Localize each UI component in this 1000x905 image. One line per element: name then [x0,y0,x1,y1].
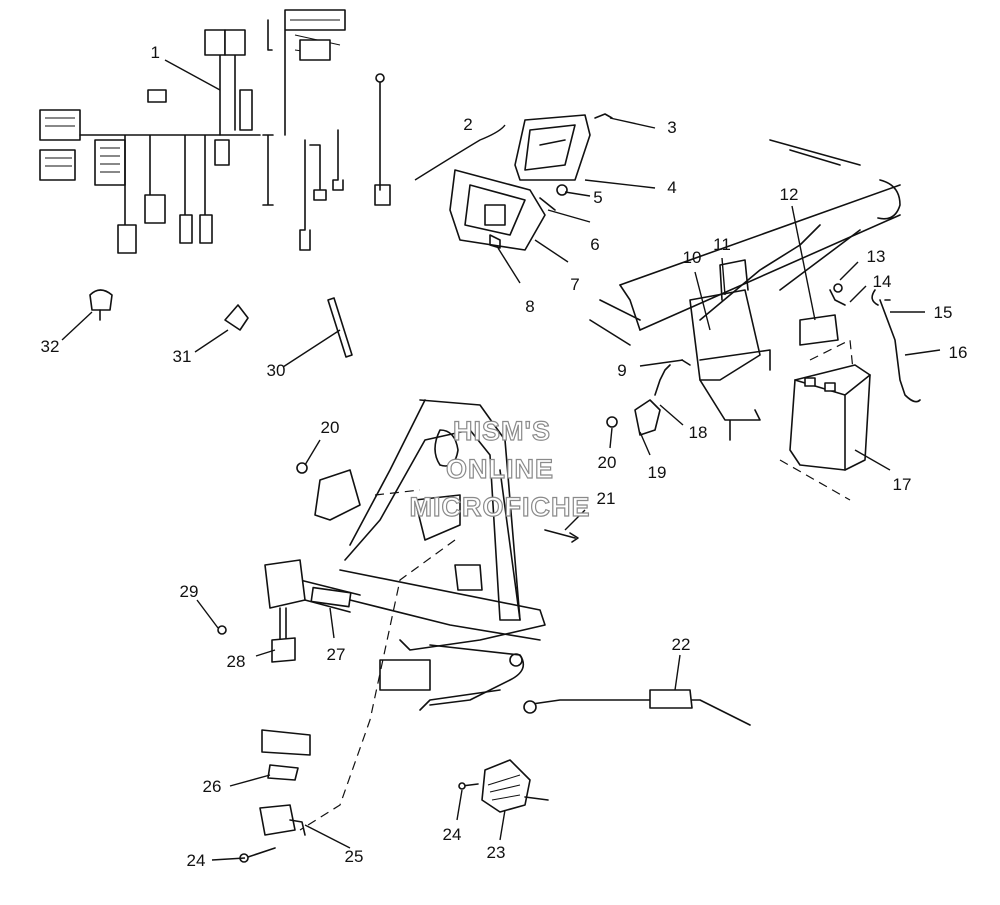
callout-31: 31 [173,347,192,366]
battery [789,283,921,471]
assembly-lines [299,339,856,831]
leader-lines [61,59,941,861]
callout-2: 2 [463,115,472,134]
callout-16: 16 [949,343,968,362]
watermark-line-1: HISM'S [453,416,551,446]
callout-17: 17 [893,475,912,494]
callout-11: 11 [713,235,731,254]
callout-12: 12 [780,185,799,204]
callout-18: 18 [689,423,708,442]
wiring-harness [39,9,391,254]
callout-15: 15 [934,303,953,322]
watermark-line-3: MICROFICHE [410,492,591,522]
tail-light-assembly [449,113,613,251]
callout-14: 14 [873,272,892,291]
callout-32: 32 [41,337,60,356]
callout-5: 5 [593,188,602,207]
callout-7: 7 [570,275,579,294]
callout-24b: 24 [187,851,206,870]
callout-13: 13 [867,247,886,266]
callout-23: 23 [487,843,506,862]
callout-1: 1 [151,43,160,62]
callout-24a: 24 [443,825,462,844]
small-parts [89,289,751,863]
callout-3: 3 [667,118,676,137]
callout-21: 21 [597,489,616,508]
watermark-line-2: ONLINE [446,454,554,484]
callout-20b: 20 [598,453,617,472]
callout-22: 22 [672,635,691,654]
callout-26: 26 [203,777,222,796]
callout-19: 19 [648,463,667,482]
callout-9: 9 [617,361,626,380]
callout-30: 30 [267,361,286,380]
callout-6: 6 [590,235,599,254]
callout-8: 8 [525,297,534,316]
callout-29: 29 [180,582,199,601]
watermark: HISM'S ONLINE MICROFICHE [409,415,591,522]
callout-10: 10 [683,248,702,267]
callout-27: 27 [327,645,346,664]
callout-28: 28 [227,652,246,671]
callout-20a: 20 [321,418,340,437]
callout-4: 4 [667,178,676,197]
frame-structure [299,139,901,711]
callout-25: 25 [345,847,364,866]
callout-labels: 1 2 3 4 5 6 7 8 9 10 11 12 13 14 15 16 1… [41,43,968,870]
